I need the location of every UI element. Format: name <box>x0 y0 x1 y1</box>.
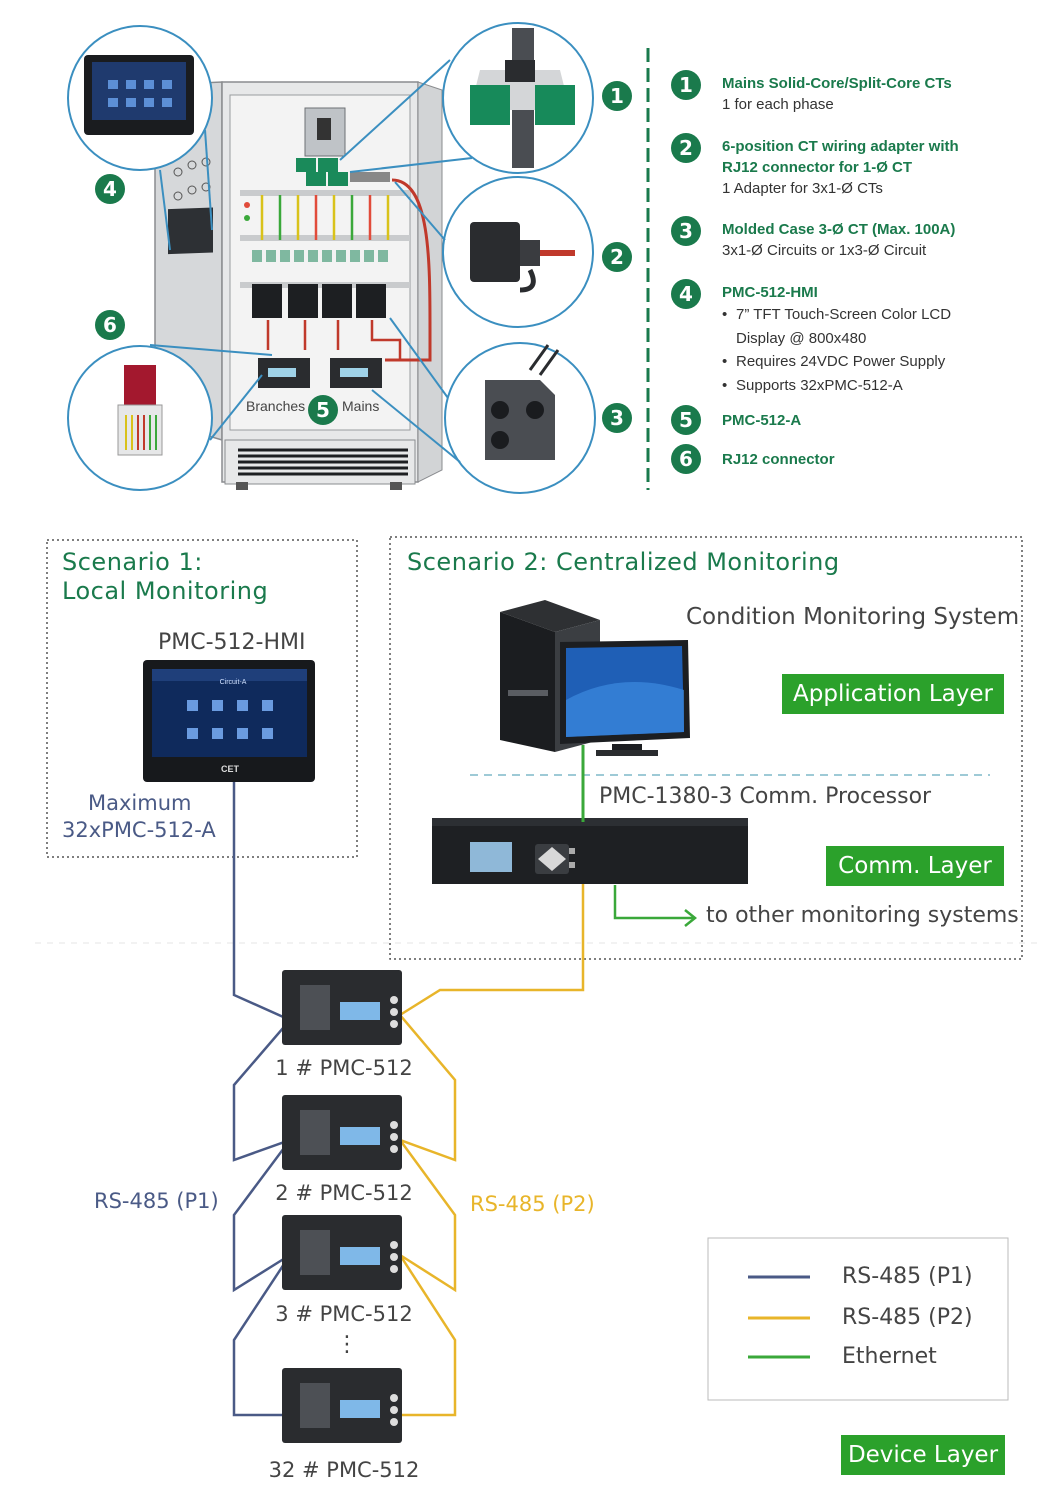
max-devices-note: Maximum 32xPMC-512-A <box>62 790 216 844</box>
legend-bullet: Requires 24VDC Power Supply <box>722 350 982 374</box>
device-label-1: 1 # PMC-512 <box>275 1056 413 1080</box>
legend-badge-1: 1 <box>671 70 701 100</box>
legend-title: Molded Case 3-Ø CT (Max. 100A) <box>722 221 956 238</box>
legend-title: 6-position CT wiring adapter with RJ12 c… <box>722 138 959 176</box>
branches-label: Branches <box>246 398 306 414</box>
legend-badge-6: 6 <box>671 444 701 474</box>
rs485-p2-line <box>396 884 585 1417</box>
pmc-512-module-3 <box>282 1215 402 1290</box>
legend-title: PMC-512-A <box>722 412 802 429</box>
legend-item-2: 6-position CT wiring adapter with RJ12 c… <box>722 136 997 199</box>
ethernet-to-other <box>613 885 695 920</box>
scenario2-box <box>389 536 1023 960</box>
pmc-512-hmi-device <box>143 660 315 782</box>
line-legend-p2: RS-485 (P2) <box>842 1305 973 1330</box>
max-line1: Maximum <box>88 791 192 815</box>
callout-badge-1: 1 <box>602 81 632 111</box>
scenario1-title-line2: Local Monitoring <box>62 577 269 605</box>
line-legend-ethernet: Ethernet <box>842 1344 937 1369</box>
legend-item-5: PMC-512-A <box>722 410 801 431</box>
solid-core-ct-thumbnail <box>470 28 575 168</box>
legend-title: Mains Solid-Core/Split-Core CTs <box>722 75 952 92</box>
legend-title: RJ12 connector <box>722 451 835 468</box>
device-label-32: 32 # PMC-512 <box>268 1458 420 1482</box>
rj12-thumbnail <box>117 365 163 456</box>
molded-ct-thumbnail <box>485 344 560 460</box>
legend-desc: 1 for each phase <box>722 96 834 113</box>
hmi-brand: CET <box>221 764 239 774</box>
device-label-3: 3 # PMC-512 <box>275 1302 413 1326</box>
electrical-cabinet <box>154 81 443 490</box>
comm-layer-badge: Comm. Layer <box>826 846 1004 886</box>
device-ellipsis: ⋮ <box>336 1332 358 1357</box>
legend-badge-3: 3 <box>671 216 701 246</box>
scenario1-box <box>46 539 358 858</box>
callout-badge-2: 2 <box>602 242 632 272</box>
legend-item-4: PMC-512-HMI 7” TFT Touch-Screen Color LC… <box>722 282 982 397</box>
rs485-p1-line <box>232 782 294 1417</box>
legend-bullet: Supports 32xPMC-512-A <box>722 374 982 398</box>
hmi-thumbnail <box>84 55 194 135</box>
ct-adapter-thumbnail <box>470 222 575 293</box>
scenario2-title: Scenario 2: Centralized Monitoring <box>407 548 840 576</box>
legend-badge-2: 2 <box>671 133 701 163</box>
pmc-1380-comm-processor <box>432 818 748 884</box>
pmc-512-module-32 <box>282 1368 402 1443</box>
callout-badge-6: 6 <box>95 310 125 340</box>
legend-desc: 1 Adapter for 3x1-Ø CTs <box>722 180 883 197</box>
device-label-2: 2 # PMC-512 <box>275 1181 413 1205</box>
rs485-p2-label: RS-485 (P2) <box>470 1192 595 1216</box>
legend-item-3: Molded Case 3-Ø CT (Max. 100A) 3x1-Ø Cir… <box>722 219 955 261</box>
hmi-screen-title: Circuit-A <box>219 679 247 686</box>
monitoring-computer <box>500 600 690 756</box>
comm-processor-label: PMC-1380-3 Comm. Processor <box>599 784 932 809</box>
legend-badge-5: 5 <box>671 405 701 435</box>
legend-bullet: 7” TFT Touch-Screen Color LCD Display @ … <box>722 303 982 350</box>
max-line2: 32xPMC-512-A <box>62 818 216 842</box>
callout-badge-4: 4 <box>95 174 125 204</box>
pmc-512-module-1 <box>282 970 402 1045</box>
other-systems-label: to other monitoring systems <box>706 903 1019 928</box>
rs485-p1-label: RS-485 (P1) <box>94 1189 219 1213</box>
device-layer-badge: Device Layer <box>841 1435 1005 1475</box>
legend-item-1: Mains Solid-Core/Split-Core CTs 1 for ea… <box>722 73 952 115</box>
legend-bullets: 7” TFT Touch-Screen Color LCD Display @ … <box>722 303 982 397</box>
scenario1-title: Scenario 1: Local Monitoring <box>62 548 268 606</box>
mains-label: Mains <box>342 398 380 414</box>
callout-badge-3: 3 <box>602 403 632 433</box>
legend-item-6: RJ12 connector <box>722 449 835 470</box>
legend-desc: 3x1-Ø Circuits or 1x3-Ø Circuit <box>722 242 927 259</box>
application-layer-badge: Application Layer <box>782 674 1004 714</box>
legend-title: PMC-512-HMI <box>722 284 818 301</box>
callout-badge-5: 5 <box>308 395 338 425</box>
cms-label: Condition Monitoring System <box>686 604 1020 630</box>
legend-badge-4: 4 <box>671 279 701 309</box>
pmc-512-module-2 <box>282 1095 402 1170</box>
scenario1-title-line1: Scenario 1: <box>62 548 203 576</box>
line-legend-p1: RS-485 (P1) <box>842 1264 973 1289</box>
hmi-label: PMC-512-HMI <box>158 630 306 655</box>
